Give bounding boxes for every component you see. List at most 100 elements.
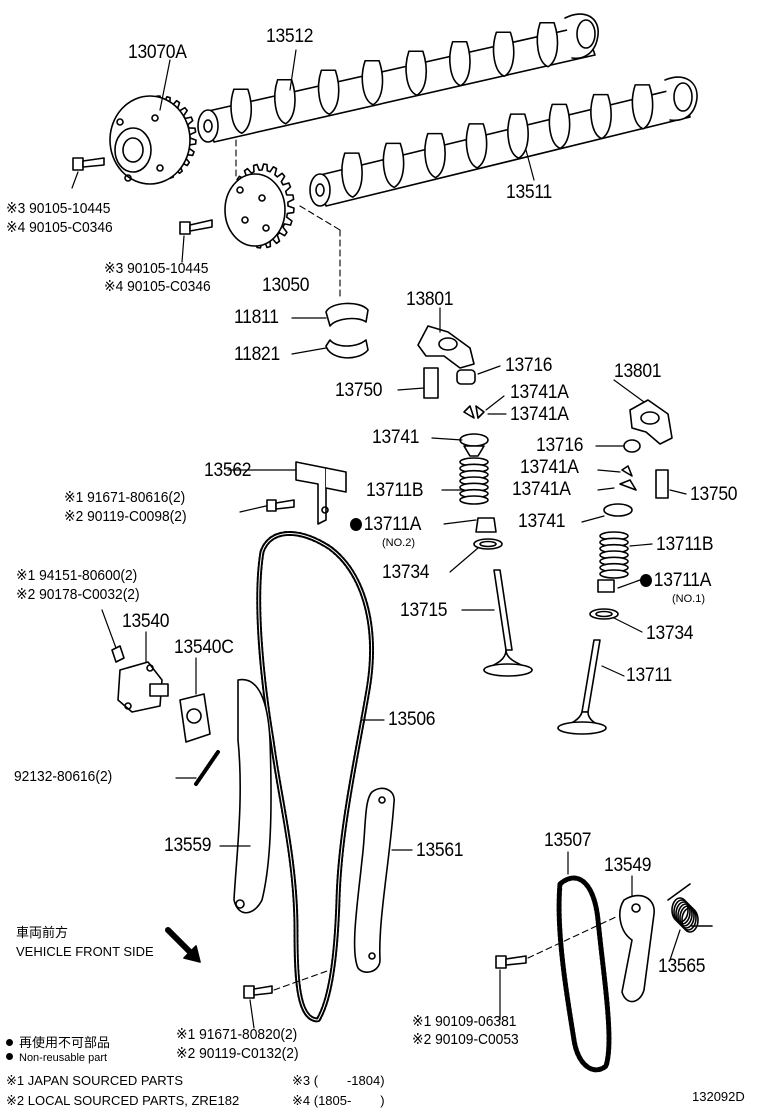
exhaust-cam-lobe <box>465 123 488 169</box>
label-13750-right: 13750 <box>690 484 738 505</box>
label-13734-right: 13734 <box>646 623 694 644</box>
intake-cam-lobe <box>449 40 471 87</box>
label-bolt-90109-06381: ※1 90109-06381 <box>412 1013 517 1030</box>
intake-camshaft <box>197 13 599 143</box>
torsion-coil-turn <box>675 901 693 927</box>
label-13741A-3: 13741A <box>520 457 579 478</box>
label-13741A-1: 13741A <box>510 382 569 403</box>
valve-parts-left <box>459 405 503 550</box>
label-no2: (NO.2) <box>382 537 415 549</box>
valve-spring-left-coil <box>459 495 489 505</box>
label-13750-left: 13750 <box>335 380 383 401</box>
lash-adjuster-right-cap <box>623 439 641 453</box>
chain-tensioner <box>111 645 211 743</box>
label-13711B-left: 13711B <box>366 480 424 501</box>
label-13711B-right: 13711B <box>656 534 714 555</box>
legend-dot <box>6 1039 13 1046</box>
note-range-1805: ※4 (1805- ) <box>292 1093 385 1108</box>
label-bolt-90109-C0053: ※2 90109-C0053 <box>412 1031 519 1048</box>
front-arrow-head <box>183 945 201 963</box>
intake-cam-lobe <box>536 21 559 68</box>
intake-cam-lobe <box>492 31 515 78</box>
label-13711A-no2: 13711A <box>350 515 421 534</box>
non-reusable-dot <box>640 574 652 587</box>
lash-adjuster-right <box>655 469 669 499</box>
label-bolt-90119-C0098: ※2 90119-C0098(2) <box>64 508 187 525</box>
intake-valve <box>557 639 607 735</box>
intake-cam-lobe <box>361 59 384 106</box>
label-13741A-4: 13741A <box>512 479 571 500</box>
label-13734-left: 13734 <box>382 562 430 583</box>
label-13512: 13512 <box>266 26 314 47</box>
exhaust-cam-lobe <box>631 84 654 130</box>
non-reusable-dot <box>350 518 362 531</box>
label-13711A-no1-text: 13711A <box>653 570 712 591</box>
legend-nonreusable-jp-text: 再使用不可部品 <box>19 1035 111 1050</box>
label-13565: 13565 <box>658 956 706 977</box>
label-13716-right: 13716 <box>536 435 584 456</box>
vehicle-front-en: VEHICLE FRONT SIDE <box>16 944 154 959</box>
label-13559: 13559 <box>164 835 212 856</box>
label-13540C: 13540C <box>174 637 234 658</box>
label-13506: 13506 <box>388 709 436 730</box>
label-no1: (NO.1) <box>672 593 705 605</box>
legend-nonreusable-jp: 再使用不可部品 <box>6 1036 110 1049</box>
sprocket-bolts <box>72 157 213 235</box>
torsion-coil-turn <box>677 903 695 929</box>
label-bolt-91671-80820: ※1 91671-80820(2) <box>176 1026 298 1043</box>
label-13050: 13050 <box>262 275 310 296</box>
label-13711: 13711 <box>626 665 672 686</box>
exhaust-cam-lobe <box>341 152 363 198</box>
exhaust-camshaft <box>309 76 698 207</box>
label-11821: 11821 <box>234 344 280 365</box>
intake-cam-lobe <box>274 78 296 125</box>
oil-pump-chain <box>556 875 612 1073</box>
label-13562: 13562 <box>204 460 252 481</box>
legend-dot <box>6 1053 13 1060</box>
legend-nonreusable-en-text: Non-reusable part <box>19 1052 108 1064</box>
stud-bolt <box>194 750 220 786</box>
label-13741A-2: 13741A <box>510 404 569 425</box>
vehicle-front-jp: 車両前方 <box>16 925 69 940</box>
exhaust-cam-lobe <box>507 113 529 159</box>
leader-lines <box>71 49 687 1029</box>
alignment-lines <box>235 139 341 297</box>
lash-adjuster-left <box>423 367 439 399</box>
label-13711A-no2-text: 13711A <box>363 514 422 535</box>
label-13801-left: 13801 <box>406 289 454 310</box>
note-local-sourced: ※2 LOCAL SOURCED PARTS, ZRE182 <box>6 1093 240 1108</box>
exhaust-cam-lobe <box>590 93 612 140</box>
label-bolt-90119-C0132: ※2 90119-C0132(2) <box>176 1045 299 1062</box>
timing-chain-highlight <box>258 533 372 1021</box>
intake-vvt-sprocket <box>109 95 197 185</box>
label-bolt-94151-80600: ※1 94151-80600(2) <box>16 567 138 584</box>
label-13741-right: 13741 <box>518 511 566 532</box>
label-bolt-90178-C0032: ※2 90178-C0032(2) <box>16 586 140 603</box>
label-stud-92132-80616: 92132-80616(2) <box>14 768 113 785</box>
label-bolt-90105-10445-a: ※3 90105-10445 <box>6 200 111 217</box>
intake-cam-lobe <box>230 88 253 135</box>
label-13070A: 13070A <box>128 42 187 63</box>
chain-guide-bracket <box>266 461 347 525</box>
label-13549: 13549 <box>604 855 652 876</box>
chain-tensioner-arm <box>233 678 272 914</box>
exhaust-vvt-sprocket <box>224 163 295 249</box>
lower-dashed-lines <box>273 915 619 991</box>
label-13716-left: 13716 <box>505 355 553 376</box>
label-bolt-91671-80616: ※1 91671-80616(2) <box>64 489 186 506</box>
tensioner-spring <box>667 883 713 933</box>
torsion-coil-turn <box>681 907 699 933</box>
label-bolt-90105-C0346-b: ※4 90105-C0346 <box>104 278 211 295</box>
exhaust-cam-lobe <box>424 132 446 179</box>
valve-parts-right <box>589 465 637 620</box>
label-13561: 13561 <box>416 840 464 861</box>
camshaft-bearings <box>325 302 369 359</box>
valve-spring-right-coil <box>599 569 629 579</box>
front-arrow <box>165 927 195 957</box>
lower-bolts <box>243 955 527 999</box>
label-13540: 13540 <box>122 611 170 632</box>
intake-cam-lobe <box>317 69 340 116</box>
label-11811: 11811 <box>234 307 279 328</box>
